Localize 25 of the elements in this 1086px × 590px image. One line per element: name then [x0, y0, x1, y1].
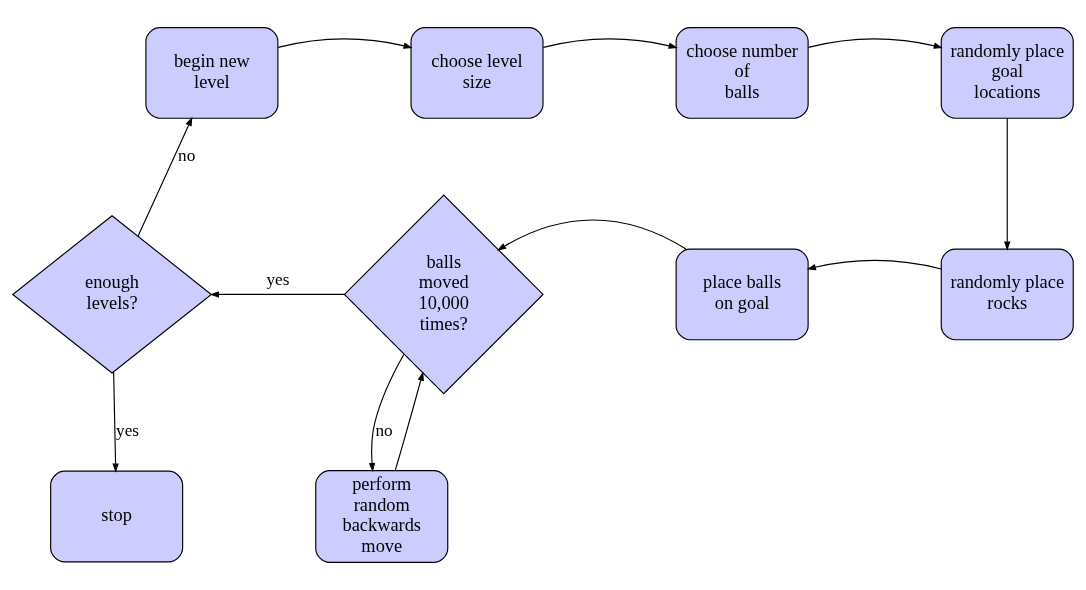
- edge-label: yes: [266, 270, 290, 290]
- arrow: [368, 353, 405, 473]
- node-box: perform random backwards move: [315, 470, 449, 563]
- arrow: [137, 116, 193, 237]
- arrow: [209, 291, 345, 298]
- node-box: choose number of balls: [675, 27, 809, 119]
- edge-label: yes: [116, 421, 140, 441]
- arrow: [112, 371, 119, 473]
- arrow: [394, 371, 424, 471]
- node-box: randomly place goal locations: [940, 27, 1074, 119]
- arrow: [1004, 117, 1011, 251]
- arrow: [542, 38, 678, 49]
- arrow: [806, 259, 942, 271]
- arrow: [277, 38, 413, 49]
- node-box: randomly place rocks: [940, 248, 1074, 341]
- arrow: [807, 38, 943, 49]
- node-box: begin new level: [145, 27, 279, 119]
- arrow: [497, 219, 687, 251]
- node-box: stop: [50, 470, 184, 563]
- node-box: place balls on goal: [675, 248, 809, 341]
- node-diamond: balls moved 10,000 times?: [343, 194, 544, 395]
- edge-label: no: [375, 421, 393, 441]
- edge-label: no: [178, 145, 196, 165]
- node-box: choose level size: [410, 27, 544, 119]
- node-diamond: enough levels?: [11, 215, 213, 374]
